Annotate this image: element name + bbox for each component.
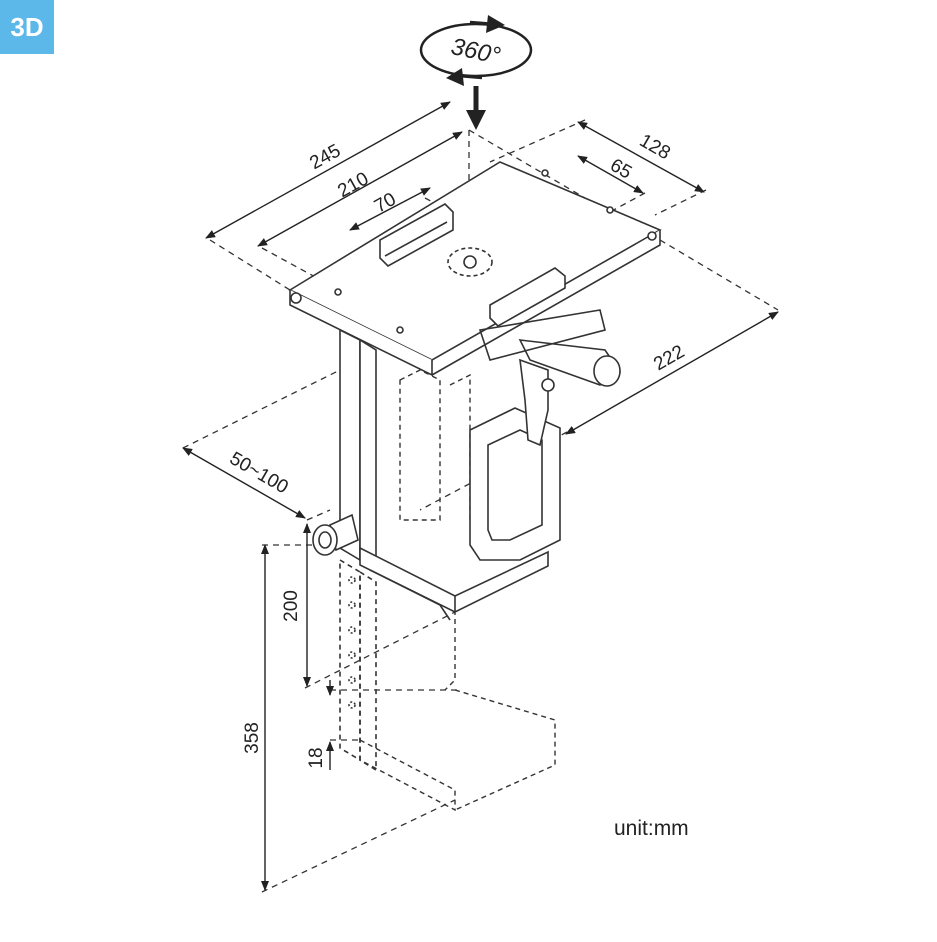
dimension-lines bbox=[182, 101, 779, 891]
dim-18: 18 bbox=[306, 747, 327, 768]
dim-65: 65 bbox=[606, 155, 635, 184]
dim-210: 210 bbox=[334, 168, 372, 202]
side-arm bbox=[339, 328, 377, 772]
dim-128: 128 bbox=[636, 130, 674, 164]
top-plate bbox=[288, 161, 662, 377]
rotation-label: 360° bbox=[449, 33, 504, 70]
lock-knob bbox=[312, 513, 359, 556]
dim-70: 70 bbox=[371, 189, 400, 218]
dim-222: 222 bbox=[650, 341, 688, 375]
dim-245: 245 bbox=[306, 140, 344, 174]
dim-200: 200 bbox=[281, 590, 302, 622]
view-badge: 3D bbox=[0, 0, 54, 54]
rotation-symbol: 360° bbox=[419, 15, 533, 130]
unit-label: unit:mm bbox=[614, 817, 689, 840]
lower-tray bbox=[359, 546, 549, 621]
clamp-bracket bbox=[469, 309, 622, 561]
dim-358: 358 bbox=[242, 722, 263, 754]
